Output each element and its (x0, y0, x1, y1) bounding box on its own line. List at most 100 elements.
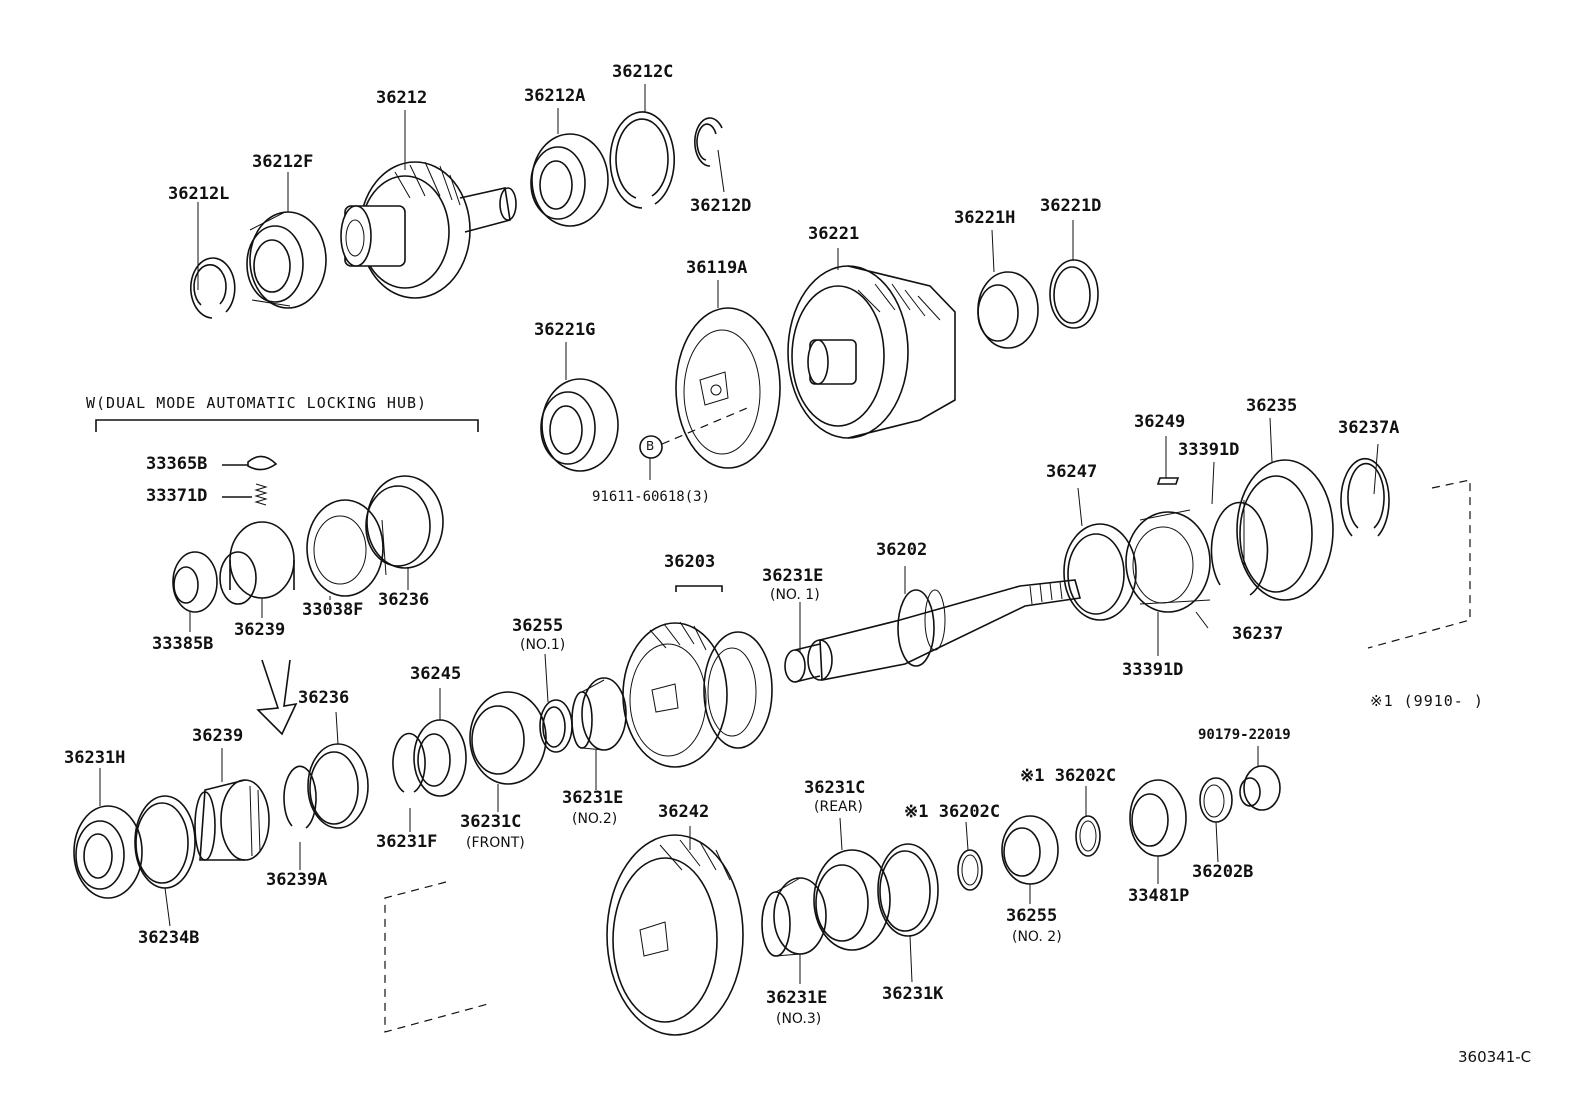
sublabel-no2-a: (NO.2) (572, 811, 618, 827)
part-36231E-no1 (784, 643, 821, 683)
part-label-36202B[interactable]: 36202B (1192, 862, 1254, 882)
part-label-33365B[interactable]: 33365B (146, 454, 208, 474)
part-label-36203[interactable]: 36203 (664, 552, 716, 572)
part-label-33481P[interactable]: 33481P (1128, 886, 1190, 906)
part-90179-nut (1239, 765, 1281, 811)
part-label-36235[interactable]: 36235 (1246, 396, 1298, 416)
part-label-36231E-no2[interactable]: 36231E (562, 788, 624, 808)
sublabel-no3: (NO.3) (776, 1011, 822, 1027)
part-36202C-b (1075, 815, 1101, 857)
part-36221D-washer (1049, 259, 1099, 329)
part-label-36212D[interactable]: 36212D (690, 196, 752, 216)
part-label-33385B[interactable]: 33385B (152, 634, 214, 654)
part-label-36231C-rear[interactable]: 36231C (804, 778, 866, 798)
part-label-36231C-front[interactable]: 36231C (460, 812, 522, 832)
part-36212A-bearing (530, 133, 609, 227)
part-label-36236-a[interactable]: 36236 (378, 590, 430, 610)
sublabel-no2-b: (NO. 2) (1012, 929, 1062, 945)
part-36202C-a (957, 849, 983, 891)
part-label-36221[interactable]: 36221 (808, 224, 860, 244)
part-label-33391D-a[interactable]: 33391D (1178, 440, 1240, 460)
sublabel-no1-a: (NO. 1) (770, 587, 820, 603)
part-36221H-bearing (977, 271, 1039, 349)
figure-code: 360341-C (1458, 1048, 1532, 1066)
part-33038F (306, 499, 387, 597)
part-36212C-ring (609, 111, 675, 209)
part-36249 (1156, 477, 1180, 485)
part-36234B-ring (134, 795, 196, 889)
sublabel-front: (FRONT) (466, 835, 525, 851)
part-36239-hub-b (194, 779, 270, 861)
part-label-36202C-b[interactable]: ※1 36202C (1020, 766, 1117, 786)
part-label-36212[interactable]: 36212 (376, 88, 428, 108)
part-label-36231F[interactable]: 36231F (376, 832, 438, 852)
part-36119A-plate (675, 307, 781, 469)
part-label-36221G[interactable]: 36221G (534, 320, 596, 340)
part-label-36239-b[interactable]: 36239 (192, 726, 244, 746)
part-label-36212F[interactable]: 36212F (252, 152, 314, 172)
part-label-36119A[interactable]: 36119A (686, 258, 748, 278)
part-36231C-rear (813, 849, 891, 951)
part-label-33038F[interactable]: 33038F (302, 600, 364, 620)
part-label-36234B[interactable]: 36234B (138, 928, 200, 948)
part-label-36202C-a[interactable]: ※1 36202C (904, 802, 1001, 822)
part-label-36237[interactable]: 36237 (1232, 624, 1284, 644)
part-label-36212A[interactable]: 36212A (524, 86, 586, 106)
callout-b-circle (639, 435, 663, 459)
part-label-36231K[interactable]: 36231K (882, 984, 944, 1004)
part-label-36237A[interactable]: 36237A (1338, 418, 1400, 438)
header-note: W(DUAL MODE AUTOMATIC LOCKING HUB) (86, 394, 428, 412)
part-36203-gears (622, 621, 773, 768)
part-36231C-front (469, 691, 547, 785)
part-36212D-snap-ring (694, 117, 723, 167)
part-label-36236-b[interactable]: 36236 (298, 688, 350, 708)
part-36221G-bearing (540, 378, 619, 472)
part-label-36245[interactable]: 36245 (410, 664, 462, 684)
part-label-36231E-no3[interactable]: 36231E (766, 988, 828, 1008)
part-36231F-snap-ring (392, 732, 426, 793)
dashed-bracket-right (1367, 479, 1471, 649)
part-33371D-spring (222, 483, 268, 506)
leader-lines (99, 84, 1379, 984)
part-label-36221D[interactable]: 36221D (1040, 196, 1102, 216)
part-label-36212L[interactable]: 36212L (168, 184, 230, 204)
part-33481P (1129, 779, 1187, 857)
part-label-36249[interactable]: 36249 (1134, 412, 1186, 432)
part-label-36239-a[interactable]: 36239 (234, 620, 286, 640)
legend-note: ※1 (9910- ) (1370, 692, 1484, 710)
part-label-90179-22019[interactable]: 90179-22019 (1198, 727, 1291, 743)
callout-b-line (661, 405, 753, 445)
part-33365B (222, 455, 278, 471)
part-label-36239A[interactable]: 36239A (266, 870, 328, 890)
part-33385B (172, 551, 218, 613)
part-36221-cluster-gear (787, 265, 956, 439)
part-label-36231E-no1[interactable]: 36231E (762, 566, 824, 586)
dashed-bracket-left (384, 881, 489, 1033)
part-label-36202[interactable]: 36202 (876, 540, 928, 560)
part-label-36242[interactable]: 36242 (658, 802, 710, 822)
part-label-36212C[interactable]: 36212C (612, 62, 674, 82)
part-36237A-snap-ring (1340, 457, 1390, 537)
part-label-33371D[interactable]: 33371D (146, 486, 208, 506)
part-36231E-no3 (761, 877, 827, 957)
sublabel-no1-b: (NO.1) (520, 637, 566, 653)
part-label-36255-no1[interactable]: 36255 (512, 616, 564, 636)
part-36255-no2 (1001, 815, 1059, 885)
part-36212L-snap-ring (189, 257, 236, 319)
part-36236-ring-b (307, 743, 369, 829)
part-label-33391D-b[interactable]: 33391D (1122, 660, 1184, 680)
sublabel-rear: (REAR) (814, 799, 863, 815)
part-label-91611-60618[interactable]: 91611-60618(3) (592, 489, 711, 505)
assembly-arrow (256, 659, 298, 736)
callout-marker: B (646, 439, 655, 453)
part-label-36255-no2[interactable]: 36255 (1006, 906, 1058, 926)
part-label-36231H[interactable]: 36231H (64, 748, 126, 768)
bracket-w (95, 419, 479, 432)
part-36242-gear (606, 834, 744, 1036)
part-36247-ring (1063, 523, 1137, 621)
part-label-36247[interactable]: 36247 (1046, 462, 1098, 482)
part-36235-sleeve (1236, 459, 1334, 601)
part-label-36221H[interactable]: 36221H (954, 208, 1016, 228)
